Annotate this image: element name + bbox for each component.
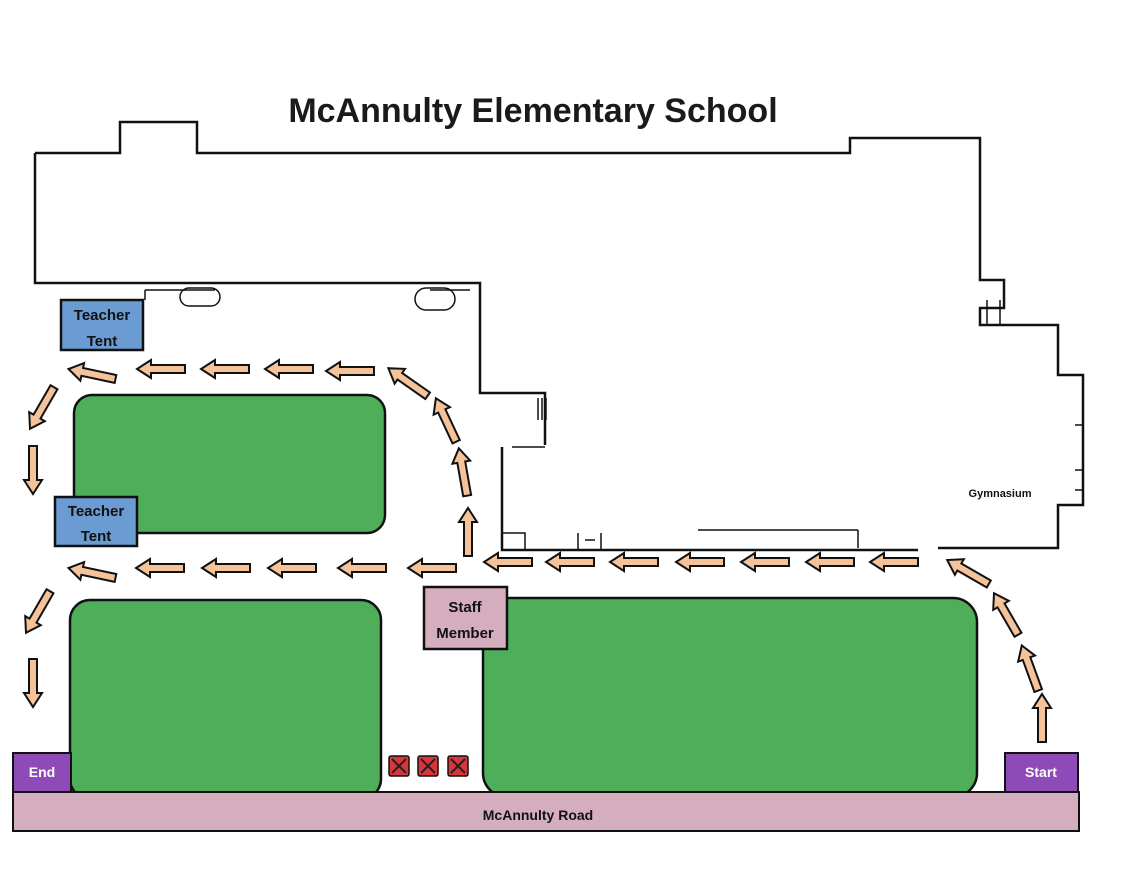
map-title: McAnnulty Elementary School <box>288 92 777 130</box>
route-arrow-icon <box>941 551 995 593</box>
route-arrow-icon <box>805 552 855 572</box>
route-arrow-icon <box>201 558 251 578</box>
staff-member-label-line1: Staff <box>448 599 482 616</box>
teacher-tent-top-label-line1: Teacher <box>74 307 131 324</box>
blocked-cones <box>388 755 469 777</box>
route-arrow-icon <box>337 558 387 578</box>
route-arrow-icon <box>545 552 595 572</box>
route-arrow-icon <box>325 361 375 381</box>
teacher-tent-bottom-label-line1: Teacher <box>68 503 125 520</box>
route-arrow-icon <box>483 552 533 572</box>
route-arrow-icon <box>136 359 186 379</box>
route-arrow-icon <box>382 359 434 405</box>
gymnasium-label: Gymnasium <box>969 488 1032 500</box>
blocked-cone-icon <box>388 755 410 777</box>
route-arrow-icon <box>1032 693 1052 743</box>
route-arrow-icon <box>407 558 457 578</box>
route-arrow-icon <box>448 445 478 499</box>
route-arrow-icon <box>21 381 63 435</box>
blocked-cone-icon <box>447 755 469 777</box>
route-arrow-icon <box>17 585 59 639</box>
end-label: End <box>29 764 55 780</box>
route-arrow-icon <box>1012 641 1048 695</box>
road-label: McAnnulty Road <box>483 807 593 823</box>
route-arrow-icon <box>23 658 43 708</box>
mcannulty-road <box>12 791 1080 832</box>
end-box <box>12 752 72 793</box>
route-arrow-icon <box>740 552 790 572</box>
route-arrow-icon <box>458 507 478 557</box>
start-box <box>1004 752 1079 793</box>
route-arrow-icon <box>65 359 119 389</box>
route-arrow-icon <box>985 587 1027 641</box>
route-arrow-icon <box>675 552 725 572</box>
route-arrow-icon <box>264 359 314 379</box>
route-arrow-icon <box>609 552 659 572</box>
route-arrow-icon <box>65 558 119 588</box>
staff-member-label-line2: Member <box>436 625 494 642</box>
route-arrow-icon <box>426 393 466 447</box>
grass-area-lower-right <box>481 596 979 799</box>
staff-member-box <box>422 585 509 651</box>
teacher-tent-top <box>59 298 145 352</box>
route-arrow-icon <box>869 552 919 572</box>
teacher-tent-bottom-label-line2: Tent <box>81 528 112 545</box>
route-arrow-icon <box>135 558 185 578</box>
start-label: Start <box>1025 764 1057 780</box>
grass-area-upper-left <box>72 393 387 535</box>
route-arrow-icon <box>267 558 317 578</box>
teacher-tent-bottom <box>53 495 139 548</box>
teacher-tent-top-label-line2: Tent <box>87 333 118 350</box>
route-arrow-icon <box>23 445 43 495</box>
blocked-cone-icon <box>417 755 439 777</box>
grass-area-lower-left <box>68 598 383 801</box>
route-arrow-icon <box>200 359 250 379</box>
school-building-outline <box>33 120 1085 552</box>
